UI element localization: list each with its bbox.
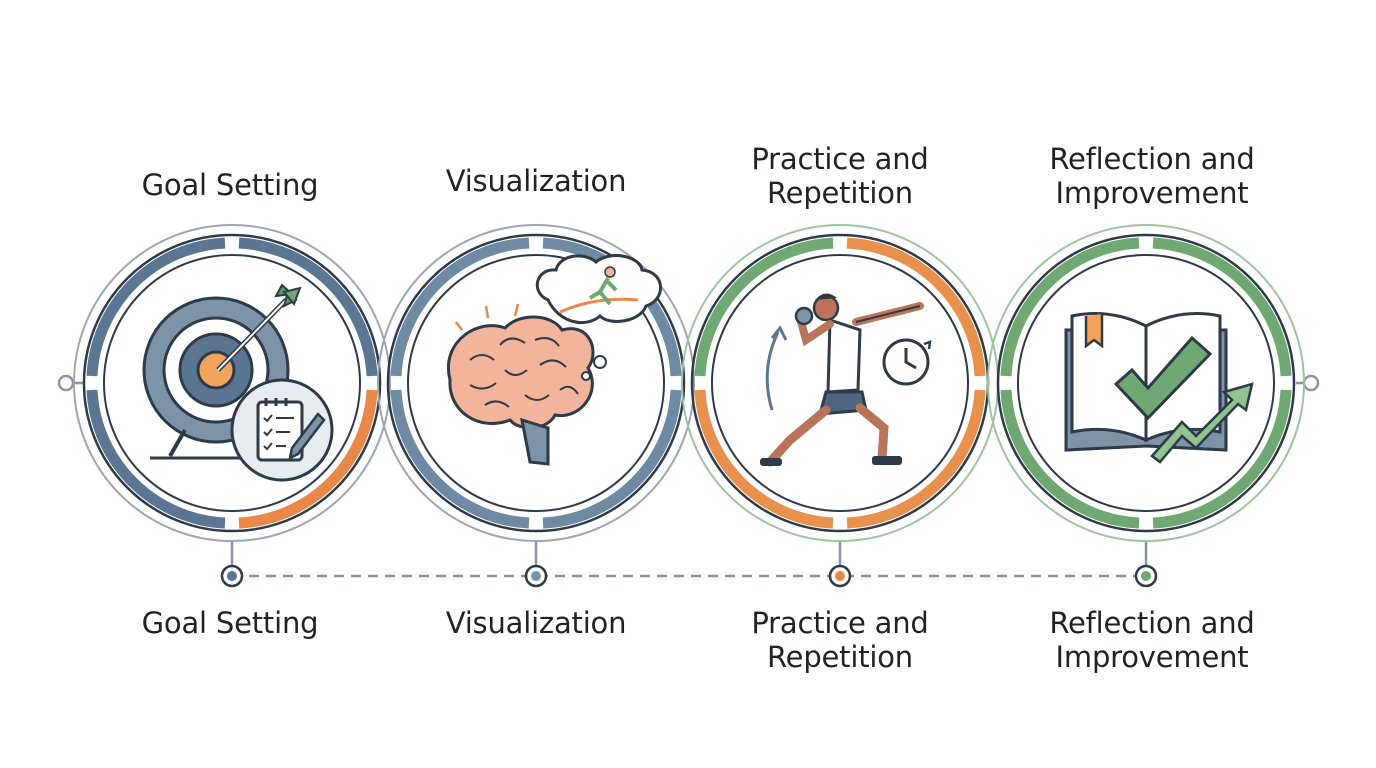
step3-title-top: Practice and Repetition — [751, 142, 929, 210]
step4-title-bottom: Reflection and Improvement — [1049, 606, 1255, 674]
thought-bubble-icon — [535, 254, 662, 381]
brain-icon — [446, 303, 595, 466]
step3-title-bottom: Practice and Repetition — [751, 606, 929, 674]
timeline-node-1 — [220, 564, 244, 588]
clock-icon — [882, 338, 932, 386]
timeline — [72, 381, 1304, 578]
step2-title-bottom: Visualization — [445, 606, 627, 640]
arrow-icon — [216, 283, 302, 372]
trend-arrow-icon — [1150, 382, 1254, 464]
checklist-icon — [230, 378, 334, 482]
timeline-node-3 — [828, 564, 852, 588]
checkmark-icon — [1113, 335, 1213, 421]
end-node-right — [1302, 374, 1320, 392]
timeline-node-2 — [524, 564, 548, 588]
step1-title-top: Goal Setting — [141, 168, 319, 202]
step4-title-top: Reflection and Improvement — [1049, 142, 1255, 210]
step4-ring — [987, 224, 1305, 542]
step1-title-bottom: Goal Setting — [141, 606, 319, 640]
timeline-node-4 — [1134, 564, 1158, 588]
end-node-left — [57, 374, 75, 392]
step2-title-top: Visualization — [445, 164, 627, 198]
athlete-icon — [760, 293, 924, 467]
step1-ring — [73, 224, 391, 542]
step3-ring — [681, 224, 999, 542]
